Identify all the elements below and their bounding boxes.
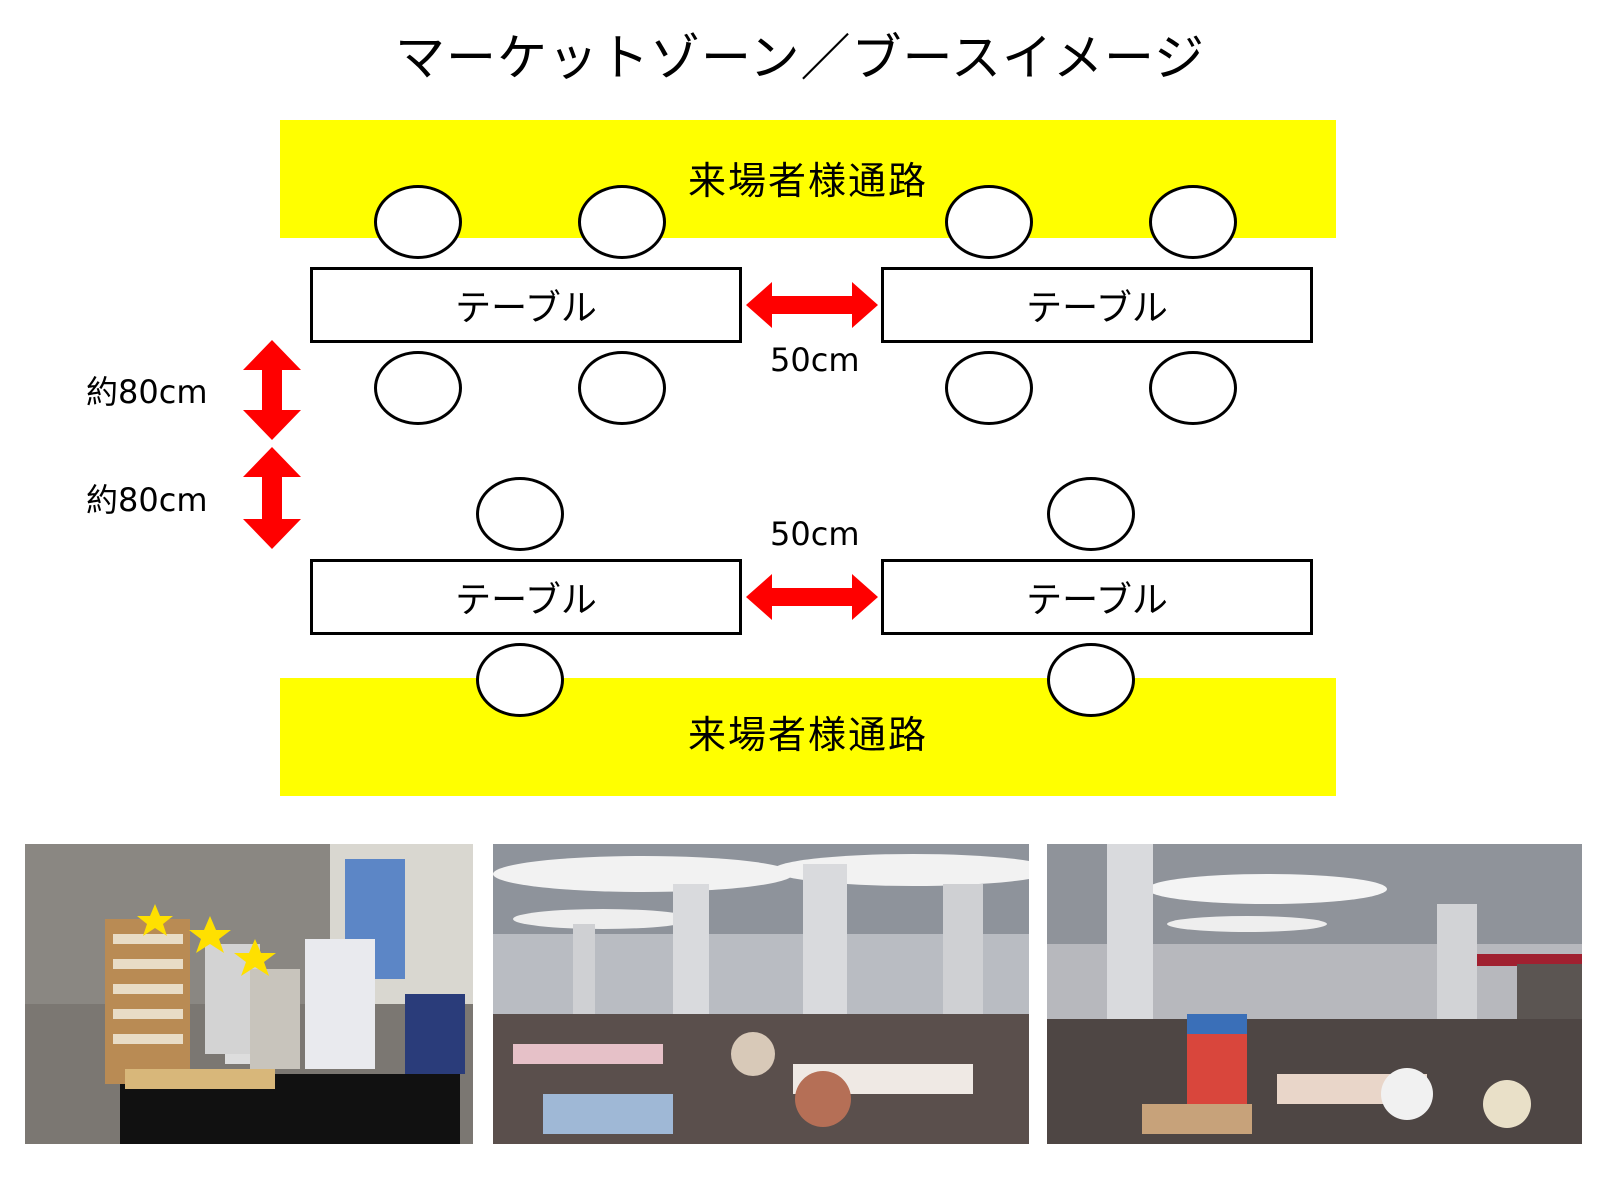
table-row1-right: テーブル — [881, 267, 1313, 343]
chair — [476, 643, 564, 717]
hall-photo-2 — [1047, 844, 1582, 1144]
row-gap-arrow-1 — [243, 340, 301, 440]
chair — [1149, 351, 1237, 425]
table-row2-right: テーブル — [881, 559, 1313, 635]
table-label: テーブル — [1026, 580, 1168, 621]
chair — [1149, 185, 1237, 259]
gap-label-row1: 50cm — [770, 341, 860, 379]
hall-photo-1 — [493, 844, 1029, 1144]
table-label: テーブル — [455, 288, 597, 329]
gap-label-row2: 50cm — [770, 515, 860, 553]
row-gap-label-1: 約80cm — [86, 373, 208, 411]
page-title: マーケットゾーン／ブースイメージ — [395, 29, 1205, 87]
visitor-aisle-top-label: 来場者様通路 — [687, 158, 928, 203]
chair — [476, 477, 564, 551]
dimension-arrows — [243, 282, 878, 620]
row-gap-arrow-2 — [243, 447, 301, 549]
table-label: テーブル — [455, 580, 597, 621]
visitor-aisle-bottom-label: 来場者様通路 — [687, 712, 928, 757]
gap-arrow-row2 — [746, 574, 878, 620]
visitor-aisle-bottom: 来場者様通路 — [280, 678, 1336, 796]
chair — [945, 185, 1033, 259]
table-label: テーブル — [1026, 288, 1168, 329]
row-gap-label-2: 約80cm — [86, 481, 208, 519]
chair — [578, 185, 666, 259]
chair — [1047, 643, 1135, 717]
chair — [578, 351, 666, 425]
table-row2-left: テーブル — [310, 559, 742, 635]
chair — [1047, 477, 1135, 551]
gap-arrow-row1 — [746, 282, 878, 328]
booth-photo — [25, 844, 473, 1144]
chair — [374, 185, 462, 259]
chair — [374, 351, 462, 425]
chair — [945, 351, 1033, 425]
table-row1-left: テーブル — [310, 267, 742, 343]
